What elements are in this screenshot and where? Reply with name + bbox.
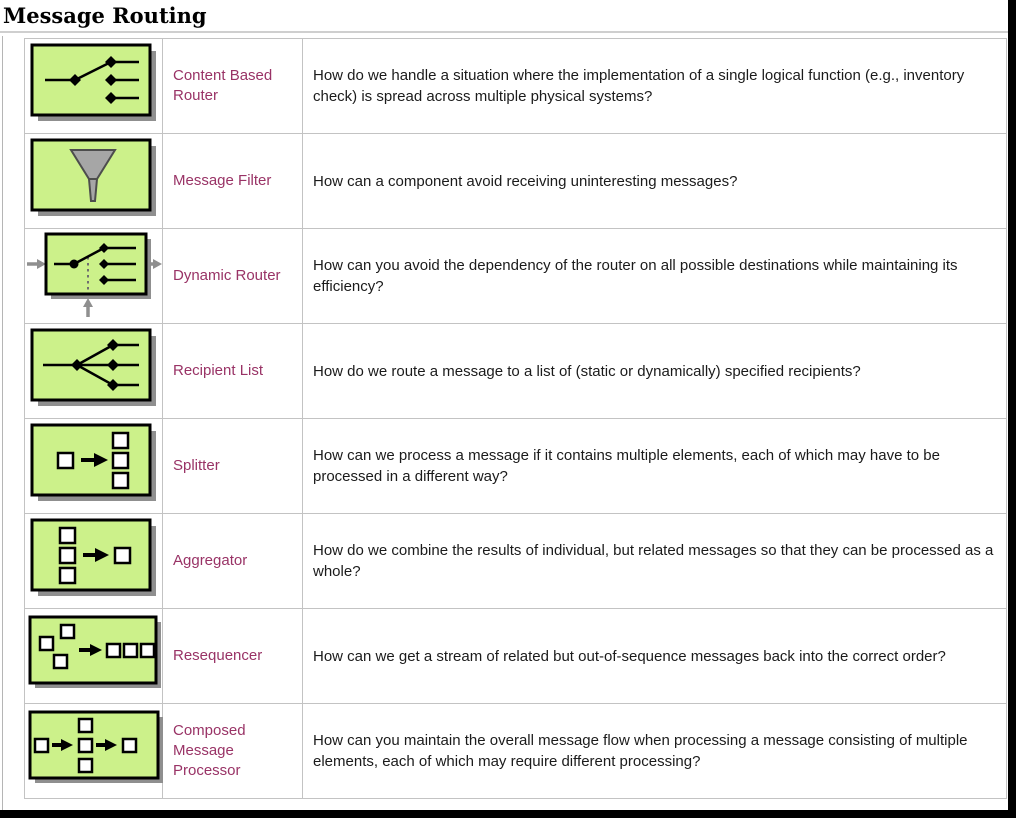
frame-right-edge bbox=[1008, 0, 1016, 818]
pattern-link-composed-message-processor[interactable]: Composed Message Processor bbox=[173, 722, 246, 779]
pattern-description: How can you avoid the dependency of the … bbox=[313, 257, 958, 295]
pattern-description: How do we handle a situation where the i… bbox=[313, 67, 965, 105]
patterns-table: Content Based Router How do we handle a … bbox=[24, 38, 1007, 799]
frame-left-line bbox=[2, 36, 3, 810]
pattern-description: How do we route a message to a list of (… bbox=[313, 362, 861, 380]
composed-message-processor-icon[interactable] bbox=[25, 707, 165, 791]
resequencer-icon[interactable] bbox=[25, 612, 165, 696]
table-row: Content Based Router How do we handle a … bbox=[24, 38, 1007, 134]
page-title: Message Routing bbox=[3, 3, 207, 28]
pattern-link-recipient-list[interactable]: Recipient List bbox=[173, 362, 264, 379]
table-row: Message Filter How can a component avoid… bbox=[24, 133, 1007, 229]
recipient-list-icon[interactable] bbox=[29, 327, 159, 411]
dynamic-router-icon[interactable] bbox=[26, 230, 162, 318]
aggregator-icon[interactable] bbox=[29, 517, 159, 601]
pattern-link-aggregator[interactable]: Aggregator bbox=[173, 552, 248, 569]
table-row: Aggregator How do we combine the results… bbox=[24, 513, 1007, 609]
table-row: Resequencer How can we get a stream of r… bbox=[24, 608, 1007, 704]
pattern-link-resequencer[interactable]: Resequencer bbox=[173, 647, 263, 664]
pattern-link-content-based-router[interactable]: Content Based Router bbox=[173, 67, 273, 104]
pattern-description: How can a component avoid receiving unin… bbox=[313, 172, 738, 190]
pattern-description: How can we get a stream of related but o… bbox=[313, 647, 946, 665]
table-row: Splitter How can we process a message if… bbox=[24, 418, 1007, 514]
title-divider bbox=[0, 31, 1008, 33]
pattern-link-splitter[interactable]: Splitter bbox=[173, 457, 220, 474]
pattern-link-dynamic-router[interactable]: Dynamic Router bbox=[173, 267, 281, 284]
pattern-link-message-filter[interactable]: Message Filter bbox=[173, 172, 272, 189]
content-based-router-icon[interactable] bbox=[29, 42, 159, 126]
table-row: Dynamic Router How can you avoid the dep… bbox=[24, 228, 1007, 324]
pattern-description: How can we process a message if it conta… bbox=[313, 447, 940, 485]
table-row: Recipient List How do we route a message… bbox=[24, 323, 1007, 419]
frame-bottom-edge bbox=[0, 810, 1016, 818]
message-filter-icon[interactable] bbox=[29, 137, 159, 221]
pattern-description: How can you maintain the overall message… bbox=[313, 732, 968, 770]
splitter-icon[interactable] bbox=[29, 422, 159, 506]
pattern-description: How do we combine the results of individ… bbox=[313, 542, 994, 580]
table-row: Composed Message Processor How can you m… bbox=[24, 703, 1007, 799]
